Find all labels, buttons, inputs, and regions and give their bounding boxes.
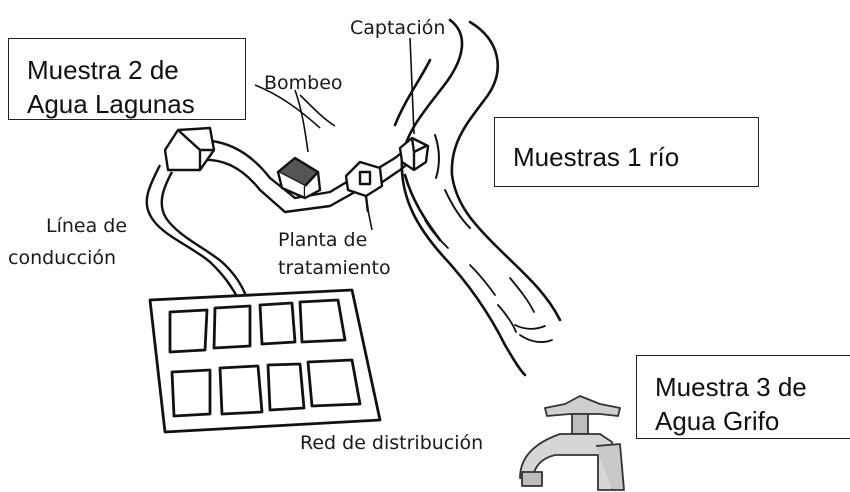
box-laguna-line-1: Muestra 2 de [27, 55, 179, 85]
box-laguna: Muestra 2 de Agua Lagunas [8, 38, 246, 120]
box-grifo: Muestra 3 de Agua Grifo [636, 355, 850, 439]
label-captacion: Captación [350, 17, 445, 39]
box-laguna-line-2: Agua Lagunas [27, 89, 195, 119]
conduction-line [145, 164, 248, 299]
label-linea-1: Línea de [46, 215, 127, 237]
leader-lines [254, 37, 415, 231]
box-grifo-line-1: Muestra 3 de [655, 372, 807, 402]
box-grifo-line-2: Agua Grifo [655, 406, 780, 436]
faucet-icon [519, 395, 625, 491]
label-bombeo: Bombeo [264, 72, 343, 94]
distribution-grid [148, 288, 382, 434]
lagoon-intake-icon [163, 126, 216, 172]
river-illustration [393, 18, 562, 377]
pump-station-icon [276, 156, 322, 200]
label-planta-2: tratamiento [278, 257, 391, 279]
treatment-plant-icon [344, 160, 384, 213]
box-rio-line-1: Muestras 1 río [513, 142, 680, 172]
label-linea-2: conducción [8, 247, 116, 269]
label-red: Red de distribución [300, 432, 483, 454]
label-planta-1: Planta de [278, 229, 367, 251]
river-intake-icon [398, 136, 430, 172]
box-rio: Muestras 1 río [494, 117, 759, 187]
